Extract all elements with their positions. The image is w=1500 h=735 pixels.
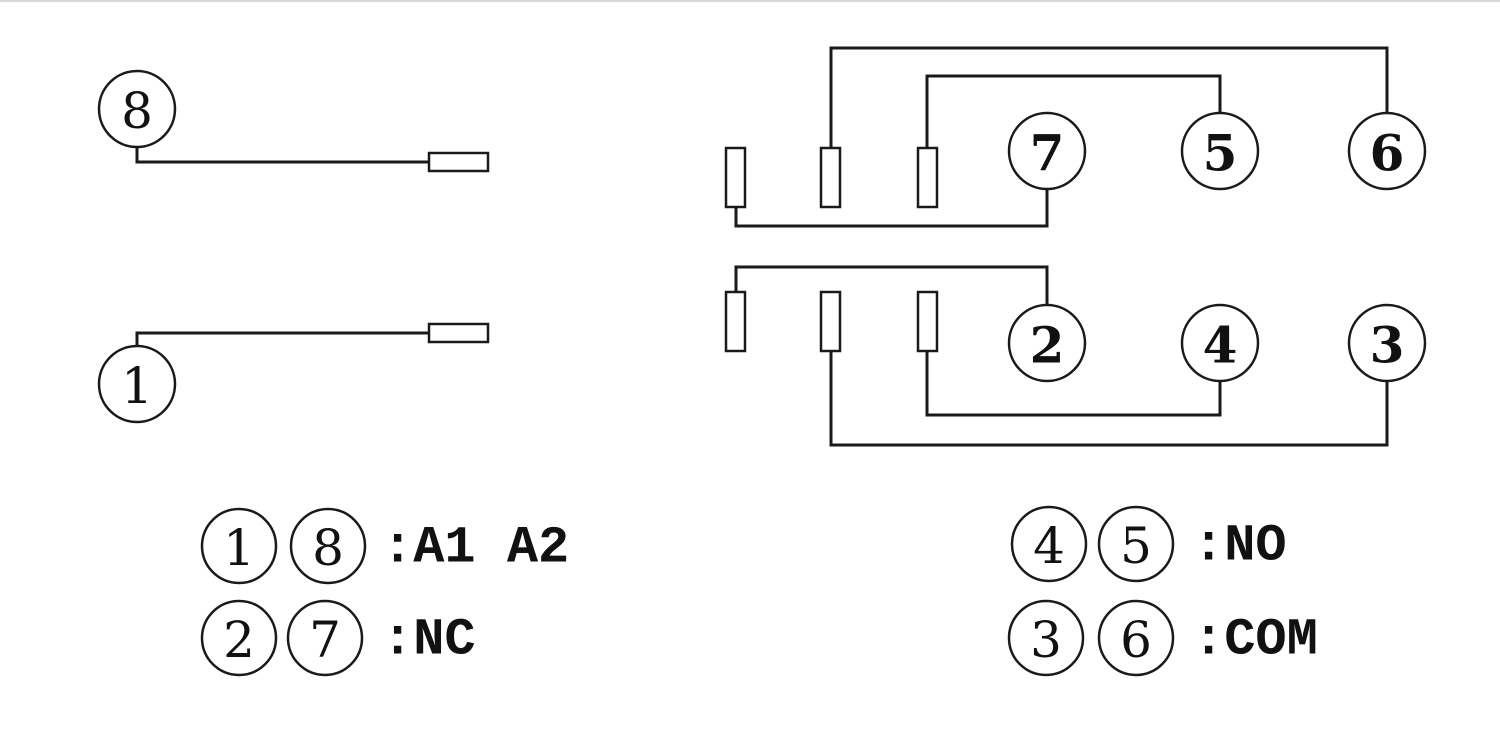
pin-6-label: 6 bbox=[1370, 124, 1405, 183]
pin-7-circle bbox=[1007, 111, 1087, 191]
wire-pin4-no bbox=[925, 351, 1222, 417]
coil-terminal-bottom bbox=[427, 322, 490, 344]
legend-label-no: :NO bbox=[1193, 517, 1287, 576]
contact-group-lower: 2 4 3 bbox=[724, 265, 1427, 447]
contact-terminal-lower-3 bbox=[916, 290, 939, 353]
wire-pin8-to-coil bbox=[135, 147, 429, 164]
pin-4-circle bbox=[1180, 303, 1260, 383]
coil-pin-8-group: 8 bbox=[97, 69, 490, 173]
pin-3-label: 3 bbox=[1370, 316, 1405, 375]
legend-pin-6-label: 6 bbox=[1120, 611, 1152, 669]
legend-a1-a2: 1 8 :A1 A2 bbox=[200, 507, 569, 585]
pin-8-circle bbox=[97, 69, 177, 149]
legend-pin-2-circle bbox=[200, 599, 278, 677]
contact-terminal-upper-3 bbox=[916, 146, 939, 209]
legend-pin-3-label: 3 bbox=[1030, 611, 1062, 669]
legend-pin-6-circle bbox=[1097, 599, 1175, 677]
wire-pin1-to-coil bbox=[135, 331, 429, 346]
legend-nc: 2 7 :NC bbox=[200, 599, 476, 677]
pin-2-circle bbox=[1007, 303, 1087, 383]
legend-pin-1-label: 1 bbox=[223, 519, 255, 577]
legend-label-nc: :NC bbox=[382, 611, 476, 670]
pin-5-circle bbox=[1180, 111, 1260, 191]
wire-pin6-com bbox=[829, 46, 1389, 148]
pin-3-circle bbox=[1347, 303, 1427, 383]
wire-pin7-nc bbox=[734, 189, 1049, 228]
legend-pin-7-circle bbox=[286, 599, 364, 677]
legend-pin-8-circle bbox=[289, 507, 367, 585]
coil-terminal-top bbox=[427, 151, 490, 173]
contact-terminal-lower-2 bbox=[819, 290, 842, 353]
legend-pin-4-label: 4 bbox=[1033, 517, 1065, 575]
pin-1-label: 1 bbox=[121, 357, 153, 415]
pin-1-circle bbox=[97, 344, 177, 424]
legend-label-com: :COM bbox=[1193, 611, 1318, 670]
wire-pin3-com bbox=[829, 351, 1389, 447]
legend-pin-2-label: 2 bbox=[223, 611, 255, 669]
contact-terminal-lower-1 bbox=[724, 290, 747, 353]
legend-pin-5-label: 5 bbox=[1120, 517, 1152, 575]
contact-terminal-upper-1 bbox=[724, 146, 747, 209]
legend-com: 3 6 :COM bbox=[1007, 599, 1318, 677]
legend-pin-7-label: 7 bbox=[309, 611, 341, 669]
legend-pin-5-circle bbox=[1097, 505, 1175, 583]
pin-4-label: 4 bbox=[1203, 316, 1238, 375]
top-border bbox=[0, 0, 1500, 2]
pin-2-label: 2 bbox=[1030, 316, 1065, 375]
legend-pin-8-label: 8 bbox=[312, 519, 344, 577]
contact-terminal-upper-2 bbox=[819, 146, 842, 209]
pin-6-circle bbox=[1347, 111, 1427, 191]
coil-pin-1-group: 1 bbox=[97, 322, 490, 424]
pin-5-label: 5 bbox=[1203, 124, 1238, 183]
wire-pin2-nc bbox=[734, 265, 1049, 305]
pin-8-label: 8 bbox=[121, 82, 153, 140]
pin-7-label: 7 bbox=[1030, 124, 1065, 183]
legend-pin-4-circle bbox=[1010, 505, 1088, 583]
legend-no: 4 5 :NO bbox=[1010, 505, 1287, 583]
legend-label-a1-a2: :A1 A2 bbox=[382, 519, 569, 578]
wire-pin5-no bbox=[925, 74, 1222, 148]
contact-group-upper: 7 5 6 bbox=[724, 46, 1427, 228]
legend-pin-1-circle bbox=[200, 507, 278, 585]
legend-pin-3-circle bbox=[1007, 599, 1085, 677]
